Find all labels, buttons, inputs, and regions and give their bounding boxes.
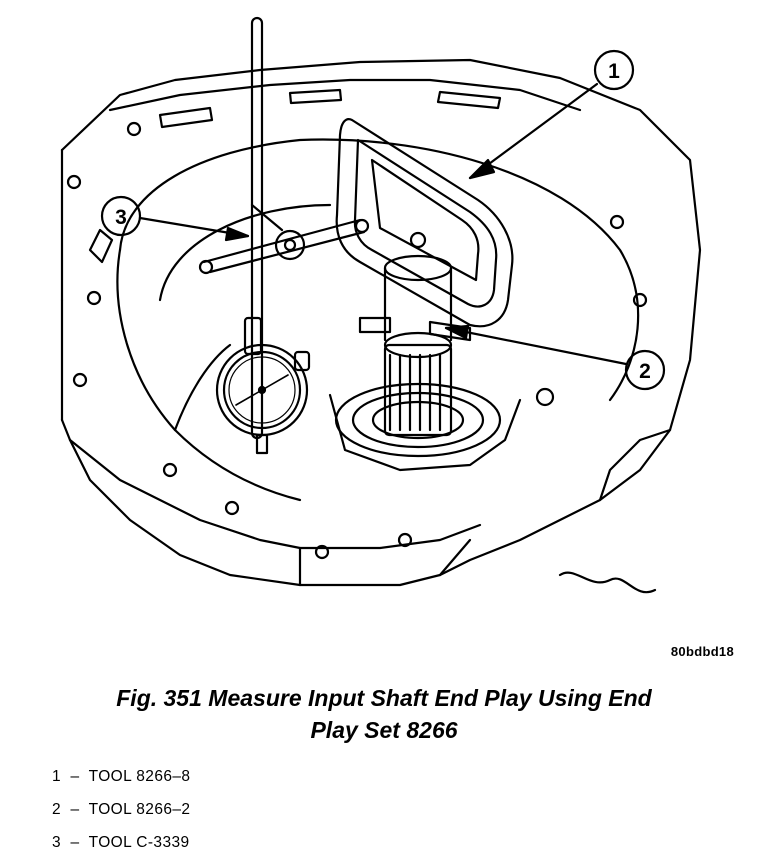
legend-text: TOOL 8266–8 [88,768,191,785]
callout-3: 3 [100,195,250,242]
transmission-case [60,58,702,594]
legend-item: 1 – TOOL 8266–8 [52,760,190,793]
legend-item: 2 – TOOL 8266–2 [52,793,190,826]
figure-caption: Fig. 351 Measure Input Shaft End Play Us… [0,682,768,746]
input-shaft [328,231,555,472]
legend-separator: – [70,768,80,785]
callout-2-number: 2 [639,360,651,383]
legend-text: TOOL 8266–2 [88,801,191,818]
legend-number: 3 [52,834,62,851]
caption-line-1: Fig. 351 Measure Input Shaft End Play Us… [116,685,652,711]
callout-1-number: 1 [608,60,620,83]
tool-c-3339 [198,16,370,455]
legend-separator: – [70,834,80,851]
legend-number: 1 [52,768,62,785]
legend: 1 – TOOL 8266–8 2 – TOOL 8266–2 3 – TOOL… [52,760,190,859]
technical-illustration: 1 2 3 [60,16,702,594]
image-code: 80bdbd18 [670,644,734,659]
legend-number: 2 [52,801,62,818]
tool-8266-8 [335,118,514,328]
callout-3-number: 3 [115,206,127,229]
callout-1: 1 [468,49,635,180]
legend-separator: – [70,801,80,818]
legend-item: 3 – TOOL C-3339 [52,826,190,859]
callout-2: 2 [444,324,666,391]
legend-text: TOOL C-3339 [88,834,190,851]
caption-line-2: Play Set 8266 [310,717,458,743]
